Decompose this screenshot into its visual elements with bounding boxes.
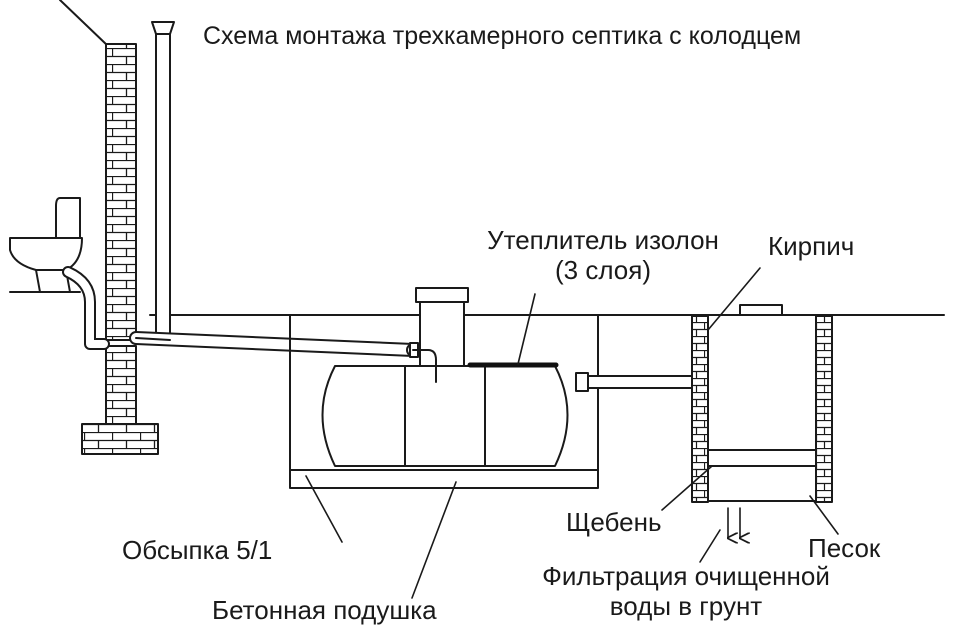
- vent-cap: [151, 21, 175, 35]
- well-wall-left: [691, 315, 709, 503]
- excavation-pit: [289, 315, 599, 489]
- label-filtration-line2: воды в грунт: [609, 590, 763, 621]
- house-wall-lower: [105, 345, 137, 425]
- label-brick: Кирпич: [768, 231, 855, 261]
- leader-backfill: [305, 475, 343, 543]
- vent-stack: [155, 33, 171, 335]
- label-gravel: Щебень: [566, 507, 662, 537]
- house-wall-upper: [105, 43, 137, 341]
- leader-filtration: [699, 529, 721, 563]
- diagram-title: Схема монтажа трехкамерного септика с ко…: [203, 22, 802, 50]
- foundation-footing: [81, 423, 159, 455]
- tank-neck: [419, 299, 465, 367]
- label-filtration-line1: Фильтрация очищенной: [542, 561, 830, 591]
- roof-line: [59, 0, 109, 47]
- leader-concrete: [411, 481, 457, 599]
- label-filtration: Фильтрация очищенной воды в грунт: [506, 561, 866, 622]
- label-backfill: Обсыпка 5/1: [122, 535, 273, 565]
- label-insulation-line2: (3 слоя): [554, 254, 651, 285]
- well-cover: [739, 304, 783, 316]
- tank-neck-cap: [415, 287, 469, 303]
- leader-brick: [707, 267, 761, 331]
- label-insulation: Утеплитель изолон (3 слоя): [458, 225, 748, 286]
- outlet-pipe: [575, 375, 693, 389]
- label-sand: Песок: [808, 533, 881, 563]
- toilet-icon: [9, 197, 83, 293]
- leader-sand: [809, 495, 839, 535]
- label-concrete-pad: Бетонная подушка: [212, 595, 437, 625]
- well-wall-right: [815, 315, 833, 503]
- leader-gravel: [661, 465, 713, 511]
- septic-tank: [321, 365, 569, 467]
- label-insulation-line1: Утеплитель изолон: [487, 225, 719, 255]
- outlet-coupling: [575, 372, 589, 392]
- leader-insulation: [517, 293, 536, 365]
